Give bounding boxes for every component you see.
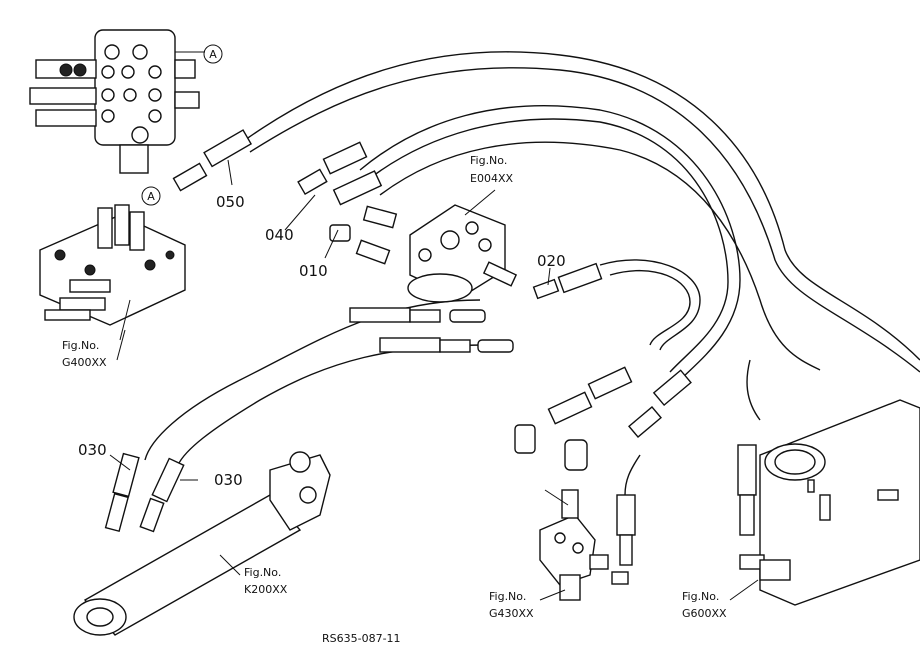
fig-ref-g430xx: Fig.No. G430XX — [489, 590, 534, 620]
svg-text:A: A — [209, 48, 217, 61]
svg-text:Fig.No.: Fig.No. — [489, 590, 526, 603]
svg-text:Fig.No.: Fig.No. — [470, 154, 507, 167]
callout-020: 020 — [537, 252, 566, 270]
steering-unit-icon — [329, 204, 518, 303]
cylinder-icon — [73, 451, 331, 636]
control-valve-icon — [39, 204, 186, 341]
callout-010: 010 — [299, 262, 328, 280]
fig-ref-g600xx: Fig.No. G600XX — [682, 590, 727, 620]
fig-ref-e004xx: Fig.No. E004XX — [470, 154, 513, 185]
fig-ref-k200xx: Fig.No. K200XX — [244, 566, 288, 596]
hose-lines — [144, 51, 920, 496]
control-valve-icon — [29, 29, 205, 174]
callout-050: 050 — [216, 193, 245, 211]
svg-text:G400XX: G400XX — [62, 356, 107, 369]
svg-text:Fig.No.: Fig.No. — [244, 566, 281, 579]
marker-a-mid: A — [141, 186, 161, 206]
fig-ref-g400xx: Fig.No. G400XX — [62, 339, 107, 369]
marker-a-top: A — [203, 44, 223, 64]
fitting-icon — [172, 129, 757, 566]
fitting-icon — [539, 489, 629, 601]
callout-030-right: 030 — [214, 471, 243, 489]
svg-text:E004XX: E004XX — [470, 172, 513, 185]
tank-icon — [739, 399, 920, 606]
callout-030-left: 030 — [78, 441, 107, 459]
svg-text:A: A — [147, 190, 155, 203]
svg-text:K200XX: K200XX — [244, 583, 288, 596]
svg-text:Fig.No.: Fig.No. — [62, 339, 99, 352]
svg-text:Fig.No.: Fig.No. — [682, 590, 719, 603]
svg-text:G600XX: G600XX — [682, 607, 727, 620]
drawing-code: RS635-087-11 — [322, 632, 401, 645]
callout-040: 040 — [265, 226, 294, 244]
svg-text:G430XX: G430XX — [489, 607, 534, 620]
leader-lines — [109, 159, 759, 601]
